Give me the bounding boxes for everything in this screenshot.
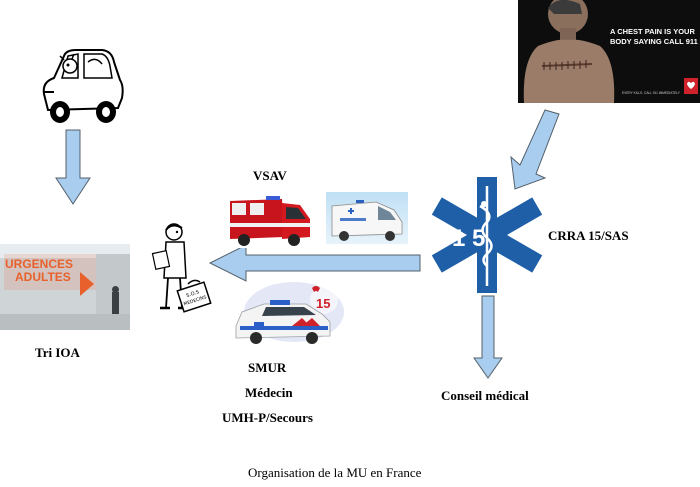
car-drawing	[42, 49, 124, 123]
smur-car: 15	[235, 282, 344, 344]
star-of-life-icon: 1 5	[432, 177, 542, 293]
smur-logo-number: 15	[316, 296, 330, 311]
urgences-photo: URGENCES ADULTES	[0, 244, 130, 330]
vsav-truck	[226, 193, 314, 248]
star-of-life-text: 1 5	[452, 225, 485, 252]
medecin-label: Médecin	[245, 385, 293, 400]
ambulance-photo	[326, 192, 408, 244]
arrow-poster-to-crra	[510, 109, 560, 190]
smur-label: SMUR	[248, 360, 287, 375]
arrow-crra-to-doctor	[208, 244, 421, 282]
chest-pain-poster: A CHEST PAIN IS YOUR BODY SAYING CALL 91…	[518, 0, 700, 103]
poster-footer: EVERY KILLS. CALL 911 IMMEDIATELY	[622, 91, 681, 95]
arrow-car-to-urgences	[55, 129, 91, 205]
figure-caption: Organisation de la MU en France	[248, 465, 422, 480]
conseil-medical-label: Conseil médical	[441, 388, 529, 403]
arrow-crra-to-conseil	[473, 295, 503, 379]
doctor-drawing: S.O.S MEDECINS	[151, 223, 212, 313]
umh-label: UMH-P/Secours	[222, 410, 313, 425]
tri-ioa-label: Tri IOA	[35, 345, 80, 360]
poster-headline-1: A CHEST PAIN IS YOUR	[610, 27, 695, 36]
sos-text-1: S.O.S	[185, 289, 199, 299]
poster-headline-2: BODY SAYING CALL 911	[610, 37, 698, 46]
vsav-label: VSAV	[253, 168, 287, 183]
urgences-sign: URGENCES ADULTES	[5, 257, 74, 284]
crra-label: CRRA 15/SAS	[548, 228, 629, 243]
